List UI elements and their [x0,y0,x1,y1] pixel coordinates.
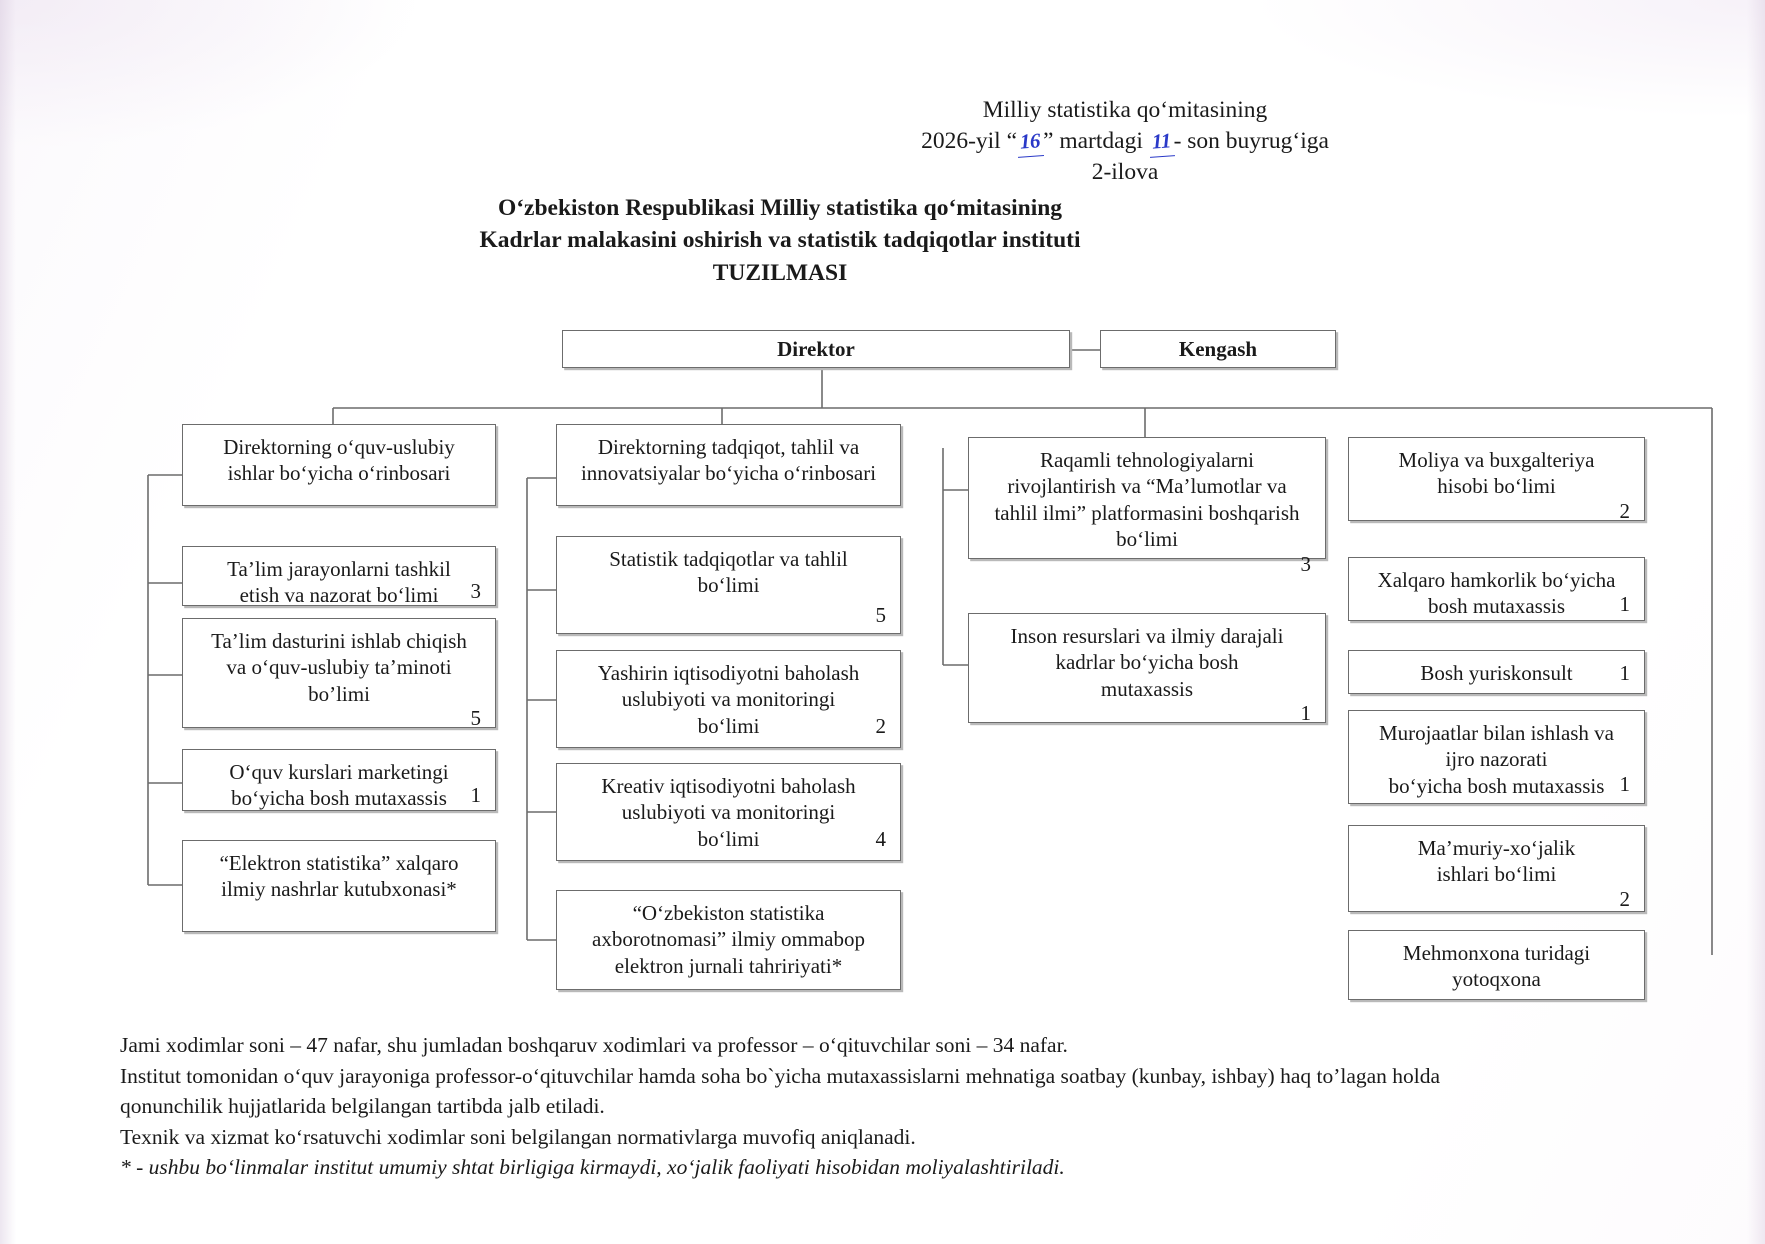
approval-line-1: Milliy statistika qo‘mitasining [982,97,1268,123]
node-label: Bosh yuriskonsult [1420,661,1573,685]
note-line-1: Jami xodimlar soni – 47 nafar, shu jumla… [120,1033,1068,1057]
footer-notes: Jami xodimlar soni – 47 nafar, shu jumla… [120,1030,1640,1183]
node-label: Kengash [1178,336,1258,361]
node-count: 2 [875,714,887,738]
node-chief-legal-counsel[interactable]: Bosh yuriskonsult 1 [1348,650,1645,694]
node-direktor[interactable]: Direktor [562,330,1070,368]
title-line-3: TUZILMASI [712,259,848,286]
note-line-2: Institut tomonidan o‘quv jarayoniga prof… [120,1063,1441,1088]
page-title: O‘zbekiston Respublikasi Milliy statisti… [430,192,1130,289]
node-count: 1 [1619,592,1631,616]
approval-line2-middle: ” martdagi [1043,128,1149,155]
approval-note: Milliy statistika qo‘mitasining 2026-yil… [775,95,1475,188]
note-line-3: qonunchilik hujjatlarida belgilangan tar… [120,1094,605,1119]
node-label: Direktor [777,336,855,361]
note-line-4: Texnik va xizmat ko‘rsatuvchi xodimlar s… [120,1124,916,1149]
note-line-5-footnote: * - ushbu bo‘linmalar institut umumiy sh… [120,1155,1065,1180]
node-count: 5 [470,706,482,731]
node-kengash[interactable]: Kengash [1100,330,1336,368]
node-count: 3 [470,579,482,603]
approval-line2-suffix: - son buyrug‘iga [1173,128,1329,155]
node-count: 4 [875,827,887,851]
node-count: 2 [1619,886,1631,911]
approval-line-2: 2026-yil “16” martdagi 11- son buyrug‘ig… [775,126,1475,158]
approval-line-3: 2-ilova [1091,159,1159,186]
node-count: 2 [1619,498,1631,523]
node-count: 5 [875,602,887,627]
node-count: 1 [1619,772,1631,796]
approval-line2-prefix: 2026-yil “ [921,128,1018,155]
title-line-2: Kadrlar malakasini oshirish va statistik… [479,227,1081,254]
node-count: 1 [1619,661,1631,685]
node-count: 1 [1300,701,1312,726]
node-count: 3 [1300,551,1312,576]
title-line-1: O‘zbekiston Respublikasi Milliy statisti… [497,195,1063,221]
node-count: 1 [470,783,482,807]
